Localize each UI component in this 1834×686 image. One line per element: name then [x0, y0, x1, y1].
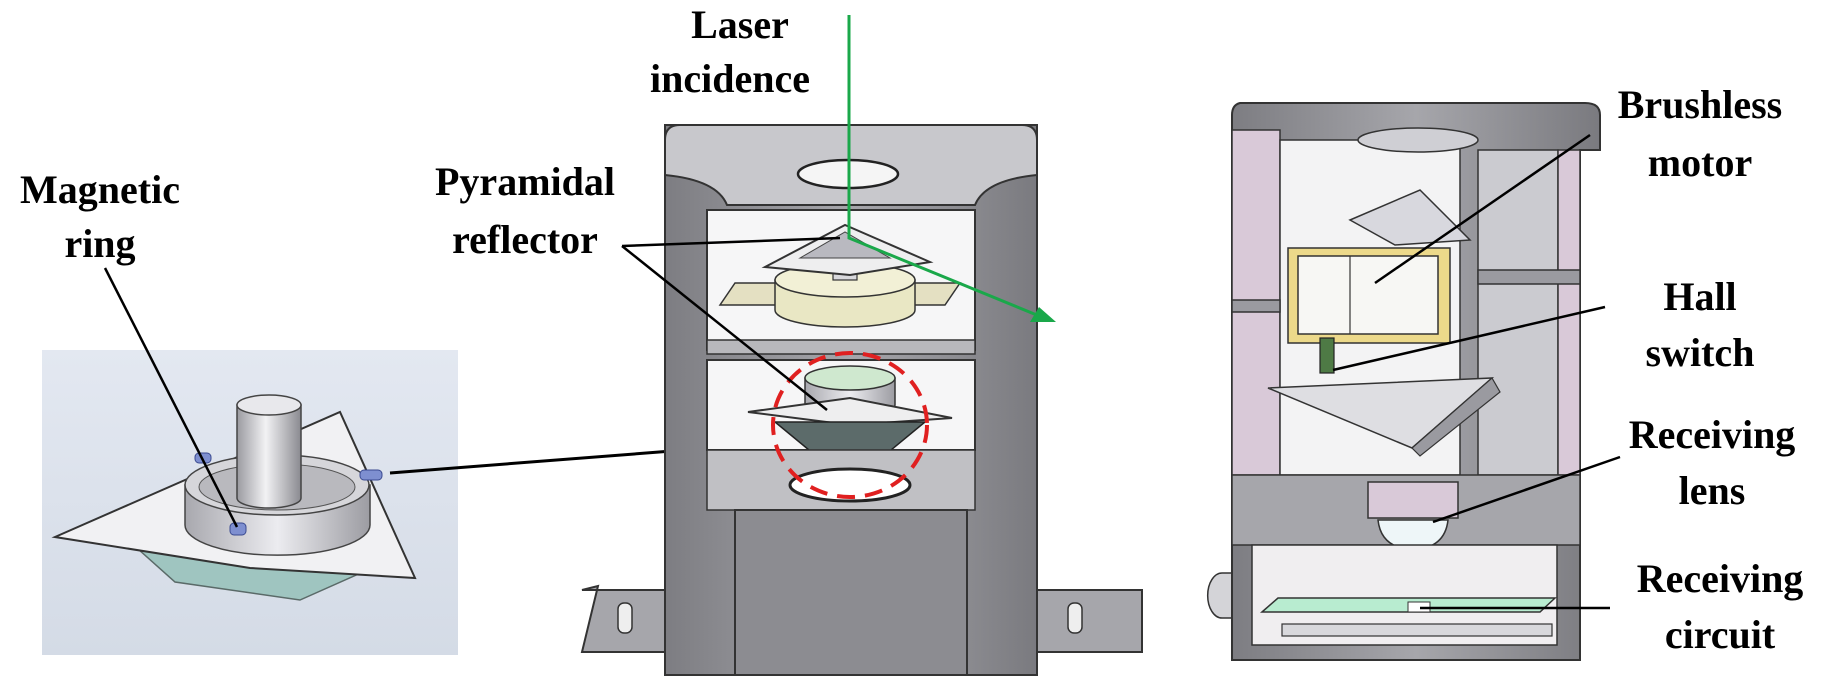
right-section-view	[1206, 102, 1621, 661]
label-rlens-line1: Receiving	[1629, 412, 1796, 457]
label-rlens-line2: lens	[1679, 468, 1746, 513]
label-rcircuit-line2: circuit	[1665, 612, 1776, 657]
brushless-leader	[1374, 133, 1591, 285]
section-motor	[1297, 255, 1439, 335]
pyramidal-leader-lower	[621, 245, 828, 411]
label-pyramidal-line2: reflector	[452, 217, 598, 262]
label-hall-line2: switch	[1646, 330, 1755, 375]
detail-magnet-pin-front	[229, 522, 247, 536]
highlight-circle	[771, 351, 929, 499]
foot-slot-left	[617, 602, 633, 634]
detail-shaft-top	[236, 394, 302, 416]
section-upper-reflector	[1348, 189, 1472, 246]
magnetic-ring-leader	[103, 267, 239, 528]
detail-shaft	[236, 404, 302, 509]
section-hall-switch	[1319, 337, 1335, 374]
hall-leader	[1332, 305, 1606, 372]
section-lens-holder	[1367, 481, 1459, 519]
section-right-column	[1477, 149, 1559, 476]
label-laser-line2: incidence	[650, 56, 810, 101]
section-top-recess	[1357, 127, 1479, 153]
rlens-leader	[1432, 455, 1621, 524]
label-brushless-line2: motor	[1648, 140, 1752, 185]
section-ledge-upper	[1477, 269, 1581, 285]
laser-beam	[847, 15, 1045, 320]
magnetic-ring-detail-view	[42, 350, 458, 655]
label-laser-line1: Laser	[691, 2, 789, 47]
label-hall-line1: Hall	[1663, 274, 1736, 319]
label-magnetic-line2: ring	[64, 221, 135, 266]
lower-ring-top	[804, 365, 896, 391]
label-brushless-line1: Brushless	[1618, 82, 1783, 127]
middle-housing-view	[580, 15, 1143, 676]
section-lower-reflector-face	[1411, 377, 1501, 457]
label-rcircuit-line1: Receiving	[1637, 556, 1804, 601]
section-base-rail	[1281, 623, 1553, 637]
section-ledge-left	[1231, 299, 1281, 313]
pyramidal-leader-upper	[621, 236, 841, 248]
lower-column	[734, 509, 968, 676]
label-pyramidal-line1: Pyramidal	[435, 159, 615, 204]
detail-magnet-pin-right	[359, 469, 383, 481]
label-magnetic-line1: Magnetic	[20, 167, 180, 212]
foot-slot-right	[1067, 602, 1083, 634]
laser-beam-arrowhead	[1030, 307, 1056, 322]
